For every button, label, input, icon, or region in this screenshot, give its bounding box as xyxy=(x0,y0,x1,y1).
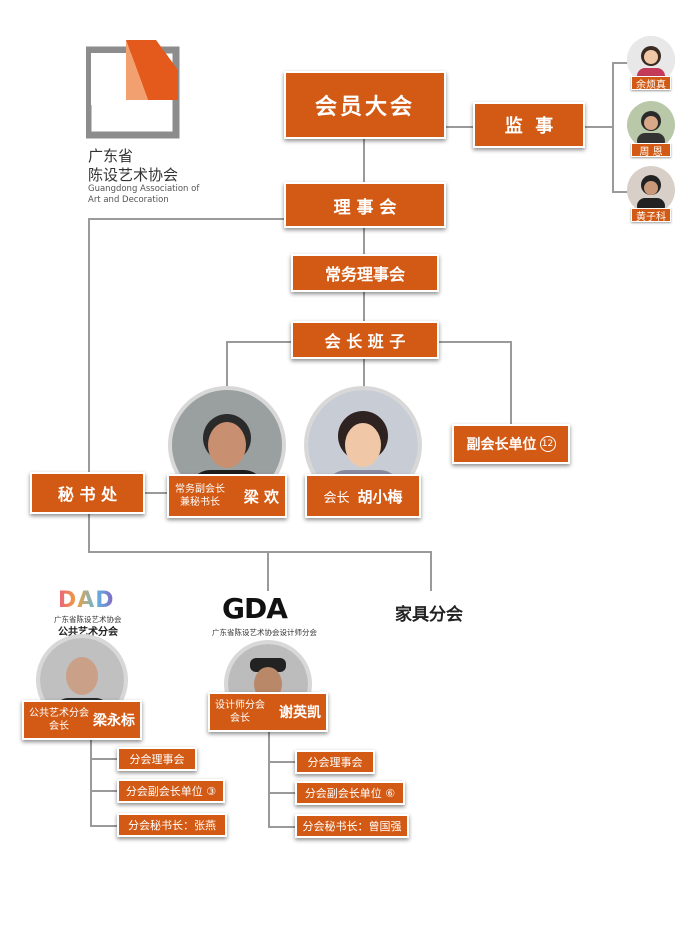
supervisor-photo-3 xyxy=(627,166,675,214)
exec-vp-titles: 常务副会长 兼秘书长 xyxy=(175,483,225,509)
line-council-standing xyxy=(363,226,365,256)
dad-sub1: 广东省陈设艺术协会 xyxy=(54,615,122,624)
supervisor-name-3: 黄子科 xyxy=(631,208,671,223)
line-presidium-left-down xyxy=(226,341,228,391)
council-node: 理 事 会 xyxy=(284,182,446,228)
gda-head-label: 设计师分会 会长 谢英凯 xyxy=(208,692,328,732)
line-supervisor-vertical xyxy=(612,62,614,192)
vp-units-count: 12 xyxy=(539,436,556,452)
standing-council-node: 常务理事会 xyxy=(291,254,439,292)
dad-logo-text: DAD xyxy=(58,588,115,613)
dad-item-2: 分会副会长单位 ③ xyxy=(117,779,225,803)
president-name: 胡小梅 xyxy=(357,487,403,506)
dad-logo: DAD xyxy=(58,588,115,613)
association-logo xyxy=(84,40,186,140)
secretariat-node: 秘 书 处 xyxy=(30,472,145,514)
line-dad-i3 xyxy=(90,825,118,827)
line-assembly-supervisor xyxy=(445,126,475,128)
president-title: 会长 xyxy=(323,490,350,506)
president-label: 会长 胡小梅 xyxy=(305,474,421,518)
line-dad-i1 xyxy=(90,758,118,760)
line-gda-i3 xyxy=(268,826,296,828)
line-sup-3 xyxy=(612,191,628,193)
line-presidium-mid-down xyxy=(363,358,365,388)
line-branches-horizontal xyxy=(88,551,432,553)
supervisor-node: 监 事 xyxy=(473,102,585,148)
exec-vp-title2: 兼秘书长 xyxy=(180,497,220,508)
line-council-left xyxy=(88,218,286,220)
supervisor-name-2: 周 恩 xyxy=(631,143,671,158)
vp-units-node: 副会长单位 12 xyxy=(452,424,570,464)
line-left-vertical xyxy=(88,218,90,551)
vp-units-label: 副会长单位 xyxy=(466,437,537,453)
dad-head-titles: 公共艺术分会 会长 xyxy=(29,707,89,733)
logo-en-line1: Guangdong Association of xyxy=(88,184,200,194)
logo-text-line1: 广东省 xyxy=(88,147,134,165)
logo-en-line2: Art and Decoration xyxy=(88,195,169,205)
line-assembly-council xyxy=(363,138,365,184)
line-supervisor-right xyxy=(583,126,613,128)
logo-mark-icon xyxy=(84,40,180,139)
gda-head-title1: 设计师分会 xyxy=(215,700,265,711)
gda-sub: 广东省陈设艺术协会设计师分会 xyxy=(212,628,317,637)
exec-vp-title1: 常务副会长 xyxy=(175,484,225,495)
gda-head-name: 谢英凯 xyxy=(279,705,321,721)
line-sup-1 xyxy=(612,62,628,64)
dad-head-title1: 公共艺术分会 xyxy=(29,708,89,719)
exec-vp-name: 梁 欢 xyxy=(243,487,279,506)
dad-head-title2: 会长 xyxy=(49,721,69,732)
line-presidium-left xyxy=(226,341,294,343)
gda-item-3: 分会秘书长：曾国强 xyxy=(295,814,409,838)
gda-head-titles: 设计师分会 会长 xyxy=(215,699,265,725)
dad-item-1: 分会理事会 xyxy=(117,747,197,771)
furniture-branch-label: 家具分会 xyxy=(395,605,463,625)
presidium-node: 会 长 班 子 xyxy=(291,321,439,359)
line-standing-presidium xyxy=(363,290,365,322)
line-gda-items xyxy=(268,732,270,827)
dad-head-label: 公共艺术分会 会长 梁永标 xyxy=(22,700,142,740)
line-dad-items xyxy=(90,740,92,826)
gda-head-title2: 会长 xyxy=(230,713,250,724)
line-presidium-right xyxy=(436,341,512,343)
gda-item-1: 分会理事会 xyxy=(295,750,375,774)
dad-head-name: 梁永标 xyxy=(93,713,135,729)
line-secretariat-execvp xyxy=(145,492,169,494)
dad-sub2: 公共艺术分会 xyxy=(58,627,118,638)
line-presidium-right-down xyxy=(510,341,512,426)
exec-vp-label: 常务副会长 兼秘书长 梁 欢 xyxy=(167,474,287,518)
logo-text-line2: 陈设艺术协会 xyxy=(88,166,179,184)
line-branch-gda xyxy=(267,551,269,591)
line-dad-i2 xyxy=(90,790,118,792)
line-branch-furniture xyxy=(430,551,432,591)
dad-item-3: 分会秘书长：张燕 xyxy=(117,813,227,837)
gda-logo: GDA xyxy=(222,592,288,625)
gda-item-2: 分会副会长单位 ⑥ xyxy=(295,781,405,805)
supervisor-name-1: 余烦真 xyxy=(631,76,671,91)
line-gda-i1 xyxy=(268,761,296,763)
line-gda-i2 xyxy=(268,792,296,794)
general-assembly-node: 会员大会 xyxy=(284,71,446,139)
